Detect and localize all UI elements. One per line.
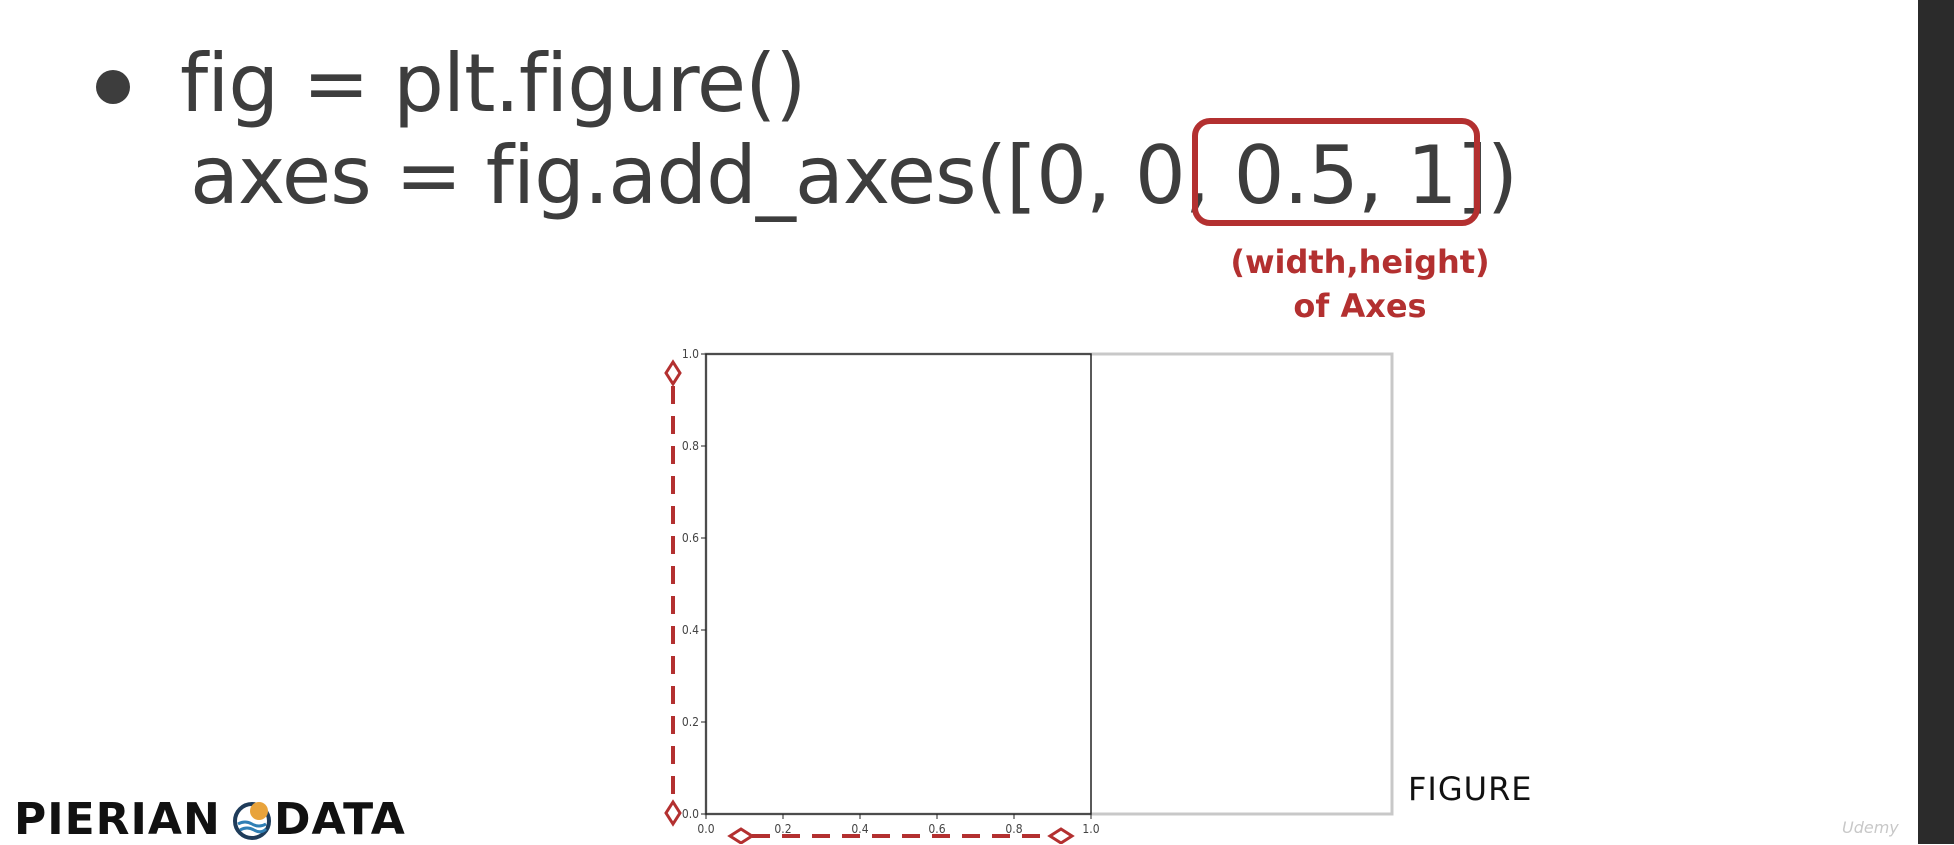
logo-mark-icon	[233, 802, 271, 840]
height-top-diamond	[664, 359, 682, 387]
width-height-highlight-box	[1192, 118, 1480, 226]
logo-text-pierian: PIERIAN	[14, 794, 221, 845]
bullet-dot	[96, 70, 130, 104]
logo-text-data: DATA	[274, 794, 406, 845]
y-tick-label: 0.4	[682, 623, 699, 637]
x-tick-label: 0.4	[851, 822, 868, 836]
width-height-annotation: (width,height) of Axes	[1230, 240, 1490, 328]
figure-label: FIGURE	[1408, 770, 1533, 808]
code-line-figure: fig = plt.figure()	[180, 37, 807, 130]
figure-outline	[704, 352, 1394, 816]
y-tick-label: 0.0	[682, 807, 699, 821]
axes-outline	[705, 353, 1092, 815]
x-tick-label: 0.6	[928, 822, 945, 836]
width-left-diamond	[727, 827, 755, 844]
x-tick-label: 0.0	[697, 822, 714, 836]
width-right-diamond	[1047, 827, 1075, 844]
x-tick-label: 1.0	[1082, 822, 1099, 836]
right-edge-bar	[1918, 0, 1954, 844]
y-tick-label: 0.6	[682, 531, 699, 545]
y-tick-label: 0.2	[682, 715, 699, 729]
height-bottom-diamond	[664, 799, 682, 827]
x-tick-label: 0.8	[1005, 822, 1022, 836]
tick-group: 0.0 0.2 0.4 0.6 0.8 1.0 0.0 0.2 0.4 0.6 0.8 1.0	[682, 347, 1100, 836]
x-tick-label: 0.2	[774, 822, 791, 836]
annotation-line-1: (width,height)	[1230, 243, 1490, 281]
annotation-line-2: of Axes	[1293, 287, 1427, 325]
code-line-add-axes: axes = fig.add_axes([0, 0, 0.5, 1])	[190, 129, 1518, 222]
y-tick-label: 1.0	[682, 347, 699, 361]
y-tick-label: 0.8	[682, 439, 699, 453]
udemy-watermark: Udemy	[1842, 818, 1899, 837]
